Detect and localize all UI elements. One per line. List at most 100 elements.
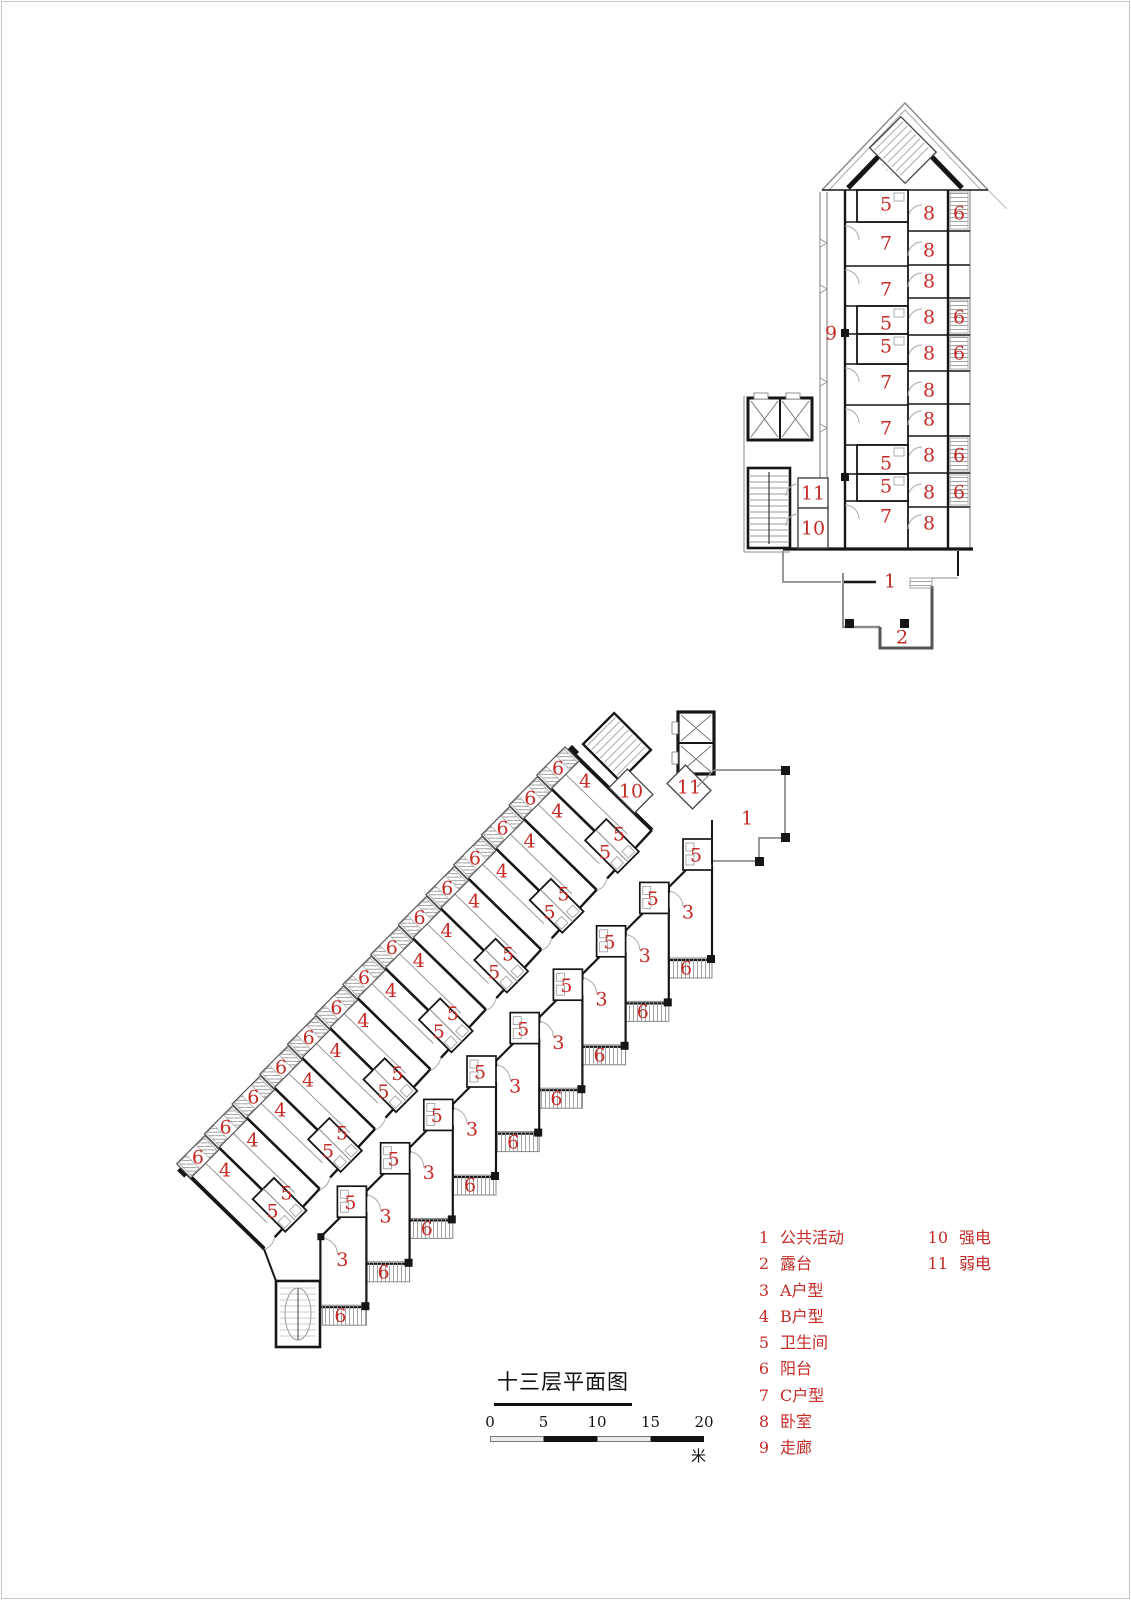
wall-line <box>509 833 573 895</box>
room-label: 8 <box>923 482 935 504</box>
room-label: 4 <box>524 830 536 852</box>
wall-line <box>262 1188 297 1222</box>
fixture <box>426 1103 436 1112</box>
balcony-hatch <box>372 945 394 967</box>
fixture <box>455 1024 469 1038</box>
column-marker <box>447 1215 456 1224</box>
plan-group <box>362 1057 419 1114</box>
balcony-hatch <box>538 766 560 788</box>
room-label: 2 <box>896 627 908 649</box>
plan-group <box>286 1015 331 1060</box>
plan-group <box>608 768 654 814</box>
fixture <box>556 984 565 996</box>
plan-group <box>528 877 585 934</box>
balcony-hatch <box>500 808 523 830</box>
room-label: 10 <box>801 518 825 540</box>
column-marker <box>755 857 764 866</box>
fixture <box>893 308 905 318</box>
wall-line <box>343 1012 406 1074</box>
room-label: 5 <box>880 313 892 335</box>
legend-item: 1 公共活动 <box>745 1225 844 1251</box>
room-label: 5 <box>613 824 625 846</box>
room-label: 5 <box>560 975 572 997</box>
wall-path <box>907 410 923 426</box>
column-marker <box>781 766 790 775</box>
room-label: 4 <box>385 980 397 1002</box>
legend-number: 3 <box>758 1280 769 1300</box>
wall-line <box>587 717 616 746</box>
wall-line <box>484 948 518 983</box>
balcony-hatch <box>455 855 477 878</box>
plan-group <box>452 835 497 880</box>
wall-line <box>680 714 712 742</box>
balcony-hatch <box>233 1095 256 1117</box>
room-label: 8 <box>923 307 935 329</box>
bath-box <box>638 881 670 915</box>
column-marker <box>663 998 672 1007</box>
balcony-hatch <box>483 825 505 848</box>
room-label: 3 <box>466 1119 478 1141</box>
room-label: 6 <box>680 958 692 980</box>
wall-line <box>467 1008 487 1029</box>
wall-line <box>398 953 462 1014</box>
wall-path <box>785 483 799 497</box>
room-label: 4 <box>579 771 591 793</box>
wall-line <box>537 803 600 865</box>
legend-label: 卧室 <box>780 1412 813 1432</box>
legend-label: 走廊 <box>780 1438 813 1458</box>
plan-group <box>666 764 712 810</box>
room-label: 3 <box>423 1162 435 1184</box>
room-label: 5 <box>281 1182 293 1204</box>
plan-group <box>868 115 938 185</box>
wall-line <box>899 146 929 176</box>
legend-number: 5 <box>758 1333 769 1353</box>
wall-line <box>523 948 543 969</box>
service-room <box>797 477 829 509</box>
balcony-hatch <box>306 1017 329 1039</box>
legend-number: 11 <box>927 1254 948 1274</box>
wall-line <box>882 129 912 159</box>
wall-line <box>633 829 653 850</box>
room-label: 5 <box>336 1123 348 1145</box>
wall-line <box>608 738 638 768</box>
room-label: 4 <box>302 1070 314 1092</box>
legend-label: C户型 <box>780 1385 825 1405</box>
room-label: 8 <box>923 271 935 293</box>
wall-line <box>591 721 621 751</box>
fixture <box>599 941 608 953</box>
room-label: 6 <box>953 482 965 504</box>
room-label: 1 <box>884 571 896 593</box>
legend-number: 7 <box>758 1385 769 1405</box>
wall-path <box>782 551 841 583</box>
wall-path <box>878 586 934 650</box>
room-label: 4 <box>440 920 452 942</box>
fixture <box>339 1201 349 1213</box>
fixture <box>339 1189 349 1199</box>
wall-path <box>907 514 923 530</box>
room-label: 5 <box>488 961 500 983</box>
wall-line <box>232 1132 296 1194</box>
scale-bar: 0 5 10 15 20 米 <box>485 1413 713 1465</box>
plan-group <box>397 895 442 940</box>
room-label: 5 <box>431 1105 443 1127</box>
room-label: 3 <box>509 1075 521 1097</box>
room-label: 4 <box>496 860 508 882</box>
legend-label: 公共活动 <box>780 1228 845 1247</box>
room-label: 6 <box>378 1261 390 1283</box>
legend-number: 1 <box>758 1228 769 1247</box>
room-label: 8 <box>923 240 935 262</box>
room-label: 6 <box>953 203 965 225</box>
column-marker <box>361 1302 370 1311</box>
plan-group <box>417 997 474 1054</box>
room-label: 4 <box>219 1159 231 1181</box>
legend-number: 6 <box>758 1359 769 1379</box>
room-label: 5 <box>433 1021 445 1043</box>
room-label: 8 <box>923 445 935 467</box>
